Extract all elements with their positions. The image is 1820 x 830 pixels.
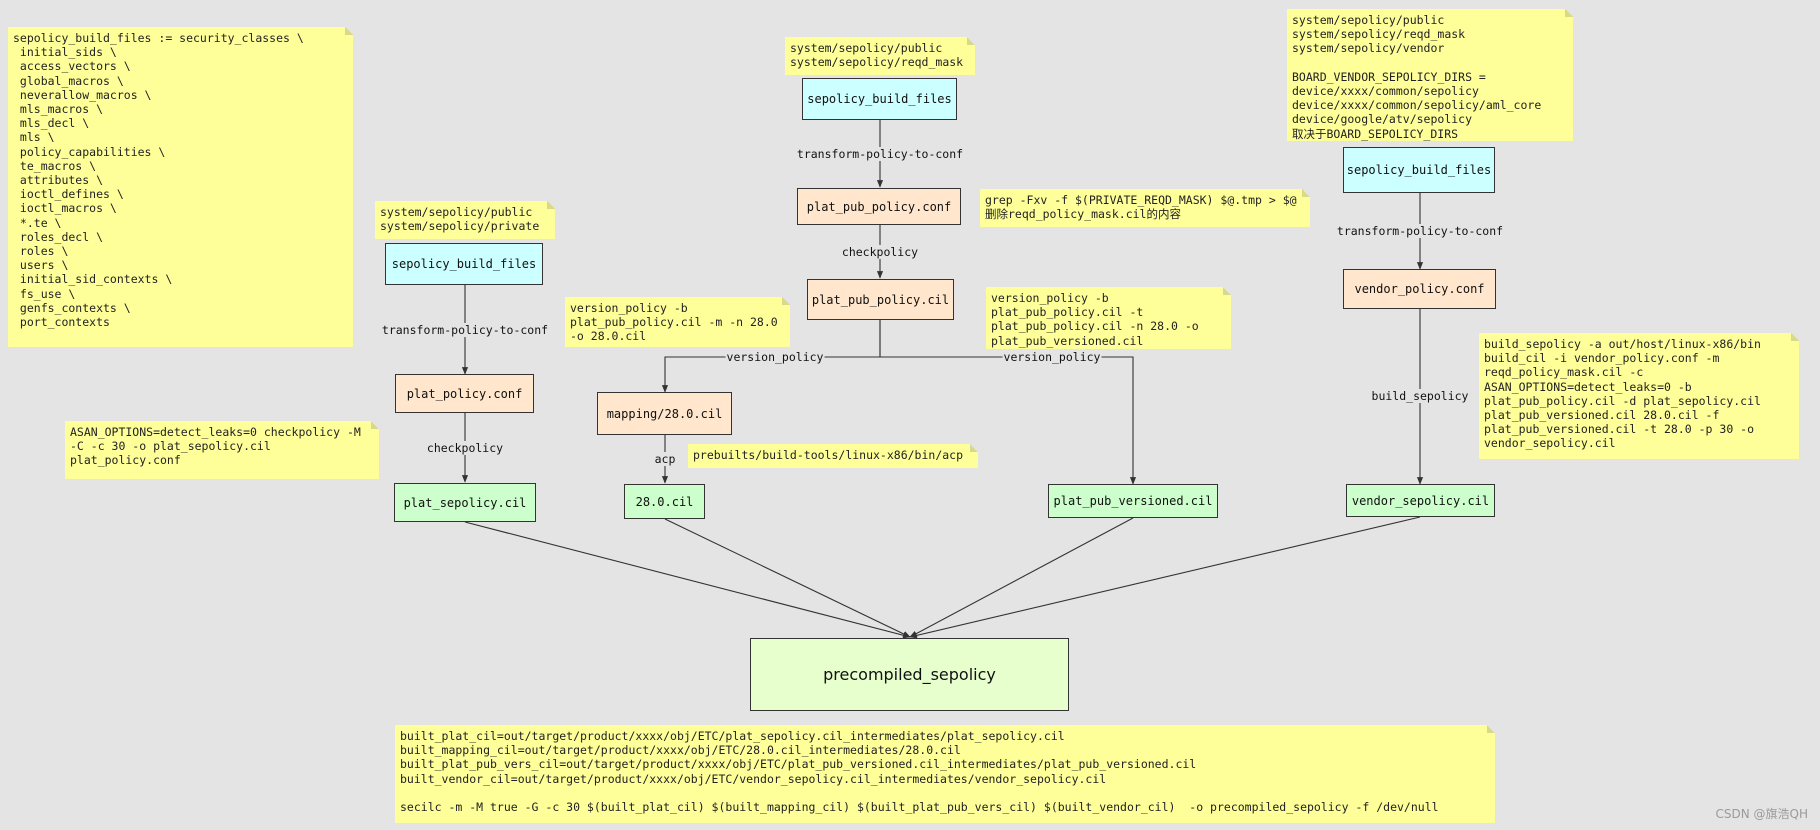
note-plat-dirs: system/sepolicy/public system/sepolicy/p… — [375, 201, 555, 239]
edge-label-version-policy-left: version_policy — [725, 350, 825, 364]
note-build-files-list: sepolicy_build_files := security_classes… — [8, 27, 353, 347]
edge-label-vendor-transform: transform-policy-to-conf — [1335, 224, 1505, 238]
note-pub-dirs: system/sepolicy/public system/sepolicy/r… — [785, 37, 975, 75]
node-vendor-policy-conf: vendor_policy.conf — [1343, 269, 1496, 309]
edge-vendor-cil-to-precompiled — [909, 516, 1421, 639]
node-mapping-cil: mapping/28.0.cil — [597, 392, 732, 435]
node-pub-sepolicy-build-files: sepolicy_build_files — [802, 78, 957, 120]
edge-label-plat-transform: transform-policy-to-conf — [380, 323, 550, 337]
node-plat-policy-conf: plat_policy.conf — [395, 374, 534, 413]
node-plat-sepolicy-build-files: sepolicy_build_files — [385, 243, 543, 285]
node-28-cil: 28.0.cil — [624, 484, 705, 519]
edge-28cil-to-precompiled — [664, 518, 911, 638]
note-acp-path: prebuilts/build-tools/linux-x86/bin/acp — [688, 444, 978, 468]
node-plat-sepolicy-cil: plat_sepolicy.cil — [394, 483, 536, 522]
edge-label-pub-checkpolicy: checkpolicy — [840, 245, 920, 259]
node-plat-pub-policy-cil: plat_pub_policy.cil — [807, 279, 954, 320]
edge-label-build-sepolicy: build_sepolicy — [1370, 389, 1470, 403]
note-build-sepolicy-cmd: build_sepolicy -a out/host/linux-x86/bin… — [1479, 333, 1799, 459]
node-vendor-sepolicy-build-files: sepolicy_build_files — [1343, 147, 1495, 193]
node-plat-pub-policy-conf: plat_pub_policy.conf — [797, 188, 961, 225]
note-vendor-dirs: system/sepolicy/public system/sepolicy/r… — [1287, 9, 1573, 141]
node-plat-pub-versioned-cil: plat_pub_versioned.cil — [1048, 484, 1218, 518]
node-precompiled-sepolicy: precompiled_sepolicy — [750, 638, 1069, 711]
edge-label-acp: acp — [653, 452, 677, 466]
edge-label-pub-transform: transform-policy-to-conf — [795, 147, 965, 161]
edge-versioned-to-precompiled — [909, 517, 1134, 638]
watermark: CSDN @旗浩QH — [1715, 807, 1809, 821]
note-grep-cmd: grep -Fxv -f $(PRIVATE_REQD_MASK) $@.tmp… — [980, 189, 1310, 227]
edge-label-plat-checkpolicy: checkpolicy — [425, 441, 505, 455]
edge-plat-cil-to-precompiled — [464, 521, 911, 639]
edge-label-version-policy-right: version_policy — [1002, 350, 1102, 364]
node-vendor-sepolicy-cil: vendor_sepolicy.cil — [1346, 484, 1495, 517]
note-checkpolicy-cmd: ASAN_OPTIONS=detect_leaks=0 checkpolicy … — [65, 421, 379, 479]
note-version-policy-versioned: version_policy -b plat_pub_policy.cil -t… — [986, 287, 1231, 349]
note-secilc-cmd: built_plat_cil=out/target/product/xxxx/o… — [395, 725, 1495, 823]
note-version-policy-mapping: version_policy -b plat_pub_policy.cil -m… — [565, 297, 790, 347]
